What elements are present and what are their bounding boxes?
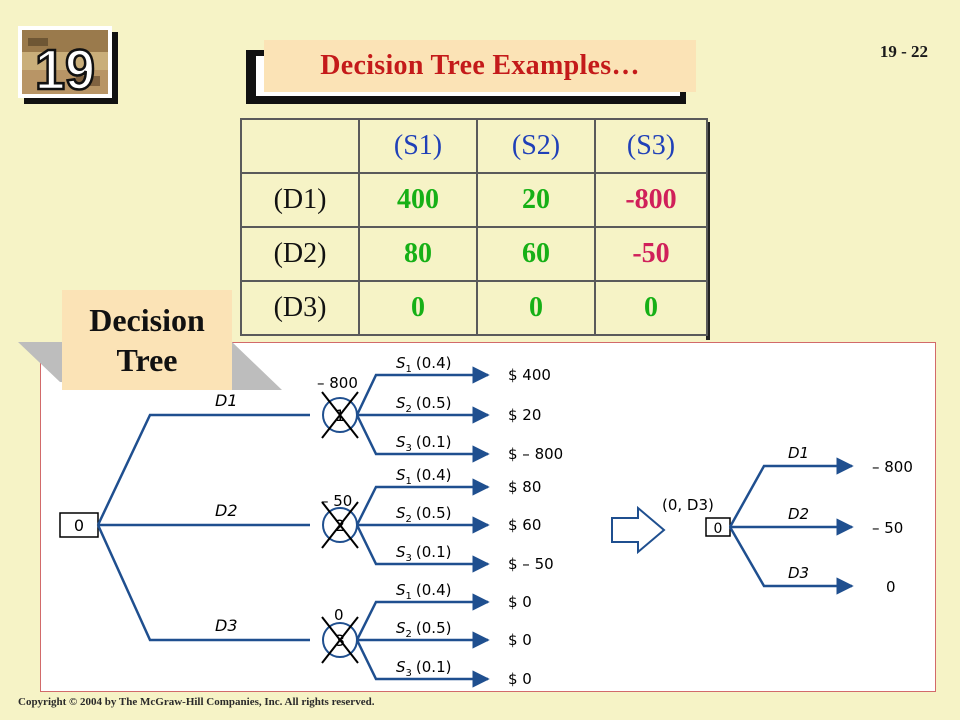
table-row: (D1) 400 20 -800 bbox=[240, 172, 708, 228]
reduced-tree-label: (0, D3) bbox=[662, 496, 714, 514]
payoff-cell: 60 bbox=[476, 226, 596, 282]
decision-tree-callout: Decision Tree bbox=[62, 290, 232, 390]
page-number: 19 - 22 bbox=[879, 42, 928, 61]
state-label: S3(0.1) bbox=[396, 658, 451, 679]
reduced-label-d2: D2 bbox=[788, 505, 809, 523]
chapter-number: 19 bbox=[35, 38, 95, 101]
column-header-s2: (S2) bbox=[476, 118, 596, 174]
payoff-label: $ 0 bbox=[508, 631, 532, 649]
payoff-cell: 20 bbox=[476, 172, 596, 228]
state-label: S3(0.1) bbox=[396, 433, 451, 454]
payoff-cell: 0 bbox=[358, 280, 478, 336]
callout-line-1: Decision bbox=[89, 302, 205, 338]
copyright-notice: Copyright © 2004 by The McGraw-Hill Comp… bbox=[18, 696, 375, 708]
payoff-cell: 0 bbox=[476, 280, 596, 336]
reduced-root-label: 0 bbox=[714, 521, 723, 537]
reduced-branch-d3 bbox=[728, 526, 854, 595]
payoff-label: $ 60 bbox=[508, 516, 541, 534]
table-row: (D2) 80 60 -50 bbox=[240, 226, 708, 282]
callout-line-2: Tree bbox=[116, 342, 178, 378]
node-1-value: – 800 bbox=[317, 374, 358, 392]
table-row: (D3) 0 0 0 bbox=[240, 280, 708, 336]
payoff-label: $ 0 bbox=[508, 593, 532, 611]
cross-out-mark bbox=[321, 501, 359, 549]
decision-tree-diagram: 0 D1 D2 D3 1 – 800 2 – 50 3 0 S1(0.4) S2… bbox=[59, 354, 913, 688]
payoff-cell: -800 bbox=[594, 172, 708, 228]
reduced-value-d3: 0 bbox=[886, 578, 896, 596]
table-shadow bbox=[706, 122, 710, 340]
payoff-label: $ 400 bbox=[508, 366, 551, 384]
root-node-label: 0 bbox=[74, 516, 84, 535]
node-3-value: 0 bbox=[334, 606, 344, 624]
state-label: S1(0.4) bbox=[396, 466, 451, 487]
reduced-label-d3: D3 bbox=[788, 564, 809, 582]
state-label: S3(0.1) bbox=[396, 543, 451, 564]
reduced-value-d2: – 50 bbox=[872, 519, 903, 537]
branch-label-d1: D1 bbox=[215, 391, 238, 410]
transform-arrow-icon bbox=[611, 505, 666, 555]
payoff-label: $ 80 bbox=[508, 478, 541, 496]
outcome-branch bbox=[355, 639, 490, 688]
state-label: S1(0.4) bbox=[396, 354, 451, 375]
cross-out-mark bbox=[321, 616, 359, 664]
payoff-label: $ – 800 bbox=[508, 445, 563, 463]
payoff-table: (S1) (S2) (S3) (D1) 400 20 -800 (D2) 80 … bbox=[240, 118, 708, 336]
branch-label-d2: D2 bbox=[215, 501, 238, 520]
payoff-cell: -50 bbox=[594, 226, 708, 282]
payoff-label: $ – 50 bbox=[508, 555, 554, 573]
row-label-d2: (D2) bbox=[240, 226, 360, 282]
state-label: S2(0.5) bbox=[396, 504, 451, 525]
row-label-d3: (D3) bbox=[240, 280, 360, 336]
state-label: S1(0.4) bbox=[396, 581, 451, 602]
state-label: S2(0.5) bbox=[396, 619, 451, 640]
column-header-s1: (S1) bbox=[358, 118, 478, 174]
reduced-label-d1: D1 bbox=[788, 444, 809, 462]
outcome-branch bbox=[355, 366, 490, 416]
branch-label-d3: D3 bbox=[215, 616, 238, 635]
outcome-branch bbox=[355, 524, 490, 573]
reduced-branch-d1 bbox=[728, 457, 854, 528]
outcome-branch bbox=[355, 593, 490, 641]
table-corner-cell bbox=[240, 118, 360, 174]
branch-d1 bbox=[96, 413, 310, 526]
branch-d3 bbox=[96, 524, 310, 642]
reduced-value-d1: – 800 bbox=[872, 458, 913, 476]
column-header-s3: (S3) bbox=[594, 118, 708, 174]
payoff-label: $ 0 bbox=[508, 670, 532, 688]
payoff-cell: 0 bbox=[594, 280, 708, 336]
root-node bbox=[59, 512, 99, 538]
payoff-label: $ 20 bbox=[508, 406, 541, 424]
payoff-cell: 400 bbox=[358, 172, 478, 228]
cross-out-mark bbox=[321, 391, 359, 439]
payoff-cell: 80 bbox=[358, 226, 478, 282]
node-2-value: – 50 bbox=[321, 492, 352, 510]
row-label-d1: (D1) bbox=[240, 172, 360, 228]
page-title: Decision Tree Examples… bbox=[264, 40, 696, 92]
outcome-branch bbox=[355, 478, 490, 526]
table-header-row: (S1) (S2) (S3) bbox=[240, 118, 708, 174]
outcome-branch bbox=[355, 414, 490, 463]
chapter-logo: 19 bbox=[18, 26, 118, 104]
state-label: S2(0.5) bbox=[396, 394, 451, 415]
